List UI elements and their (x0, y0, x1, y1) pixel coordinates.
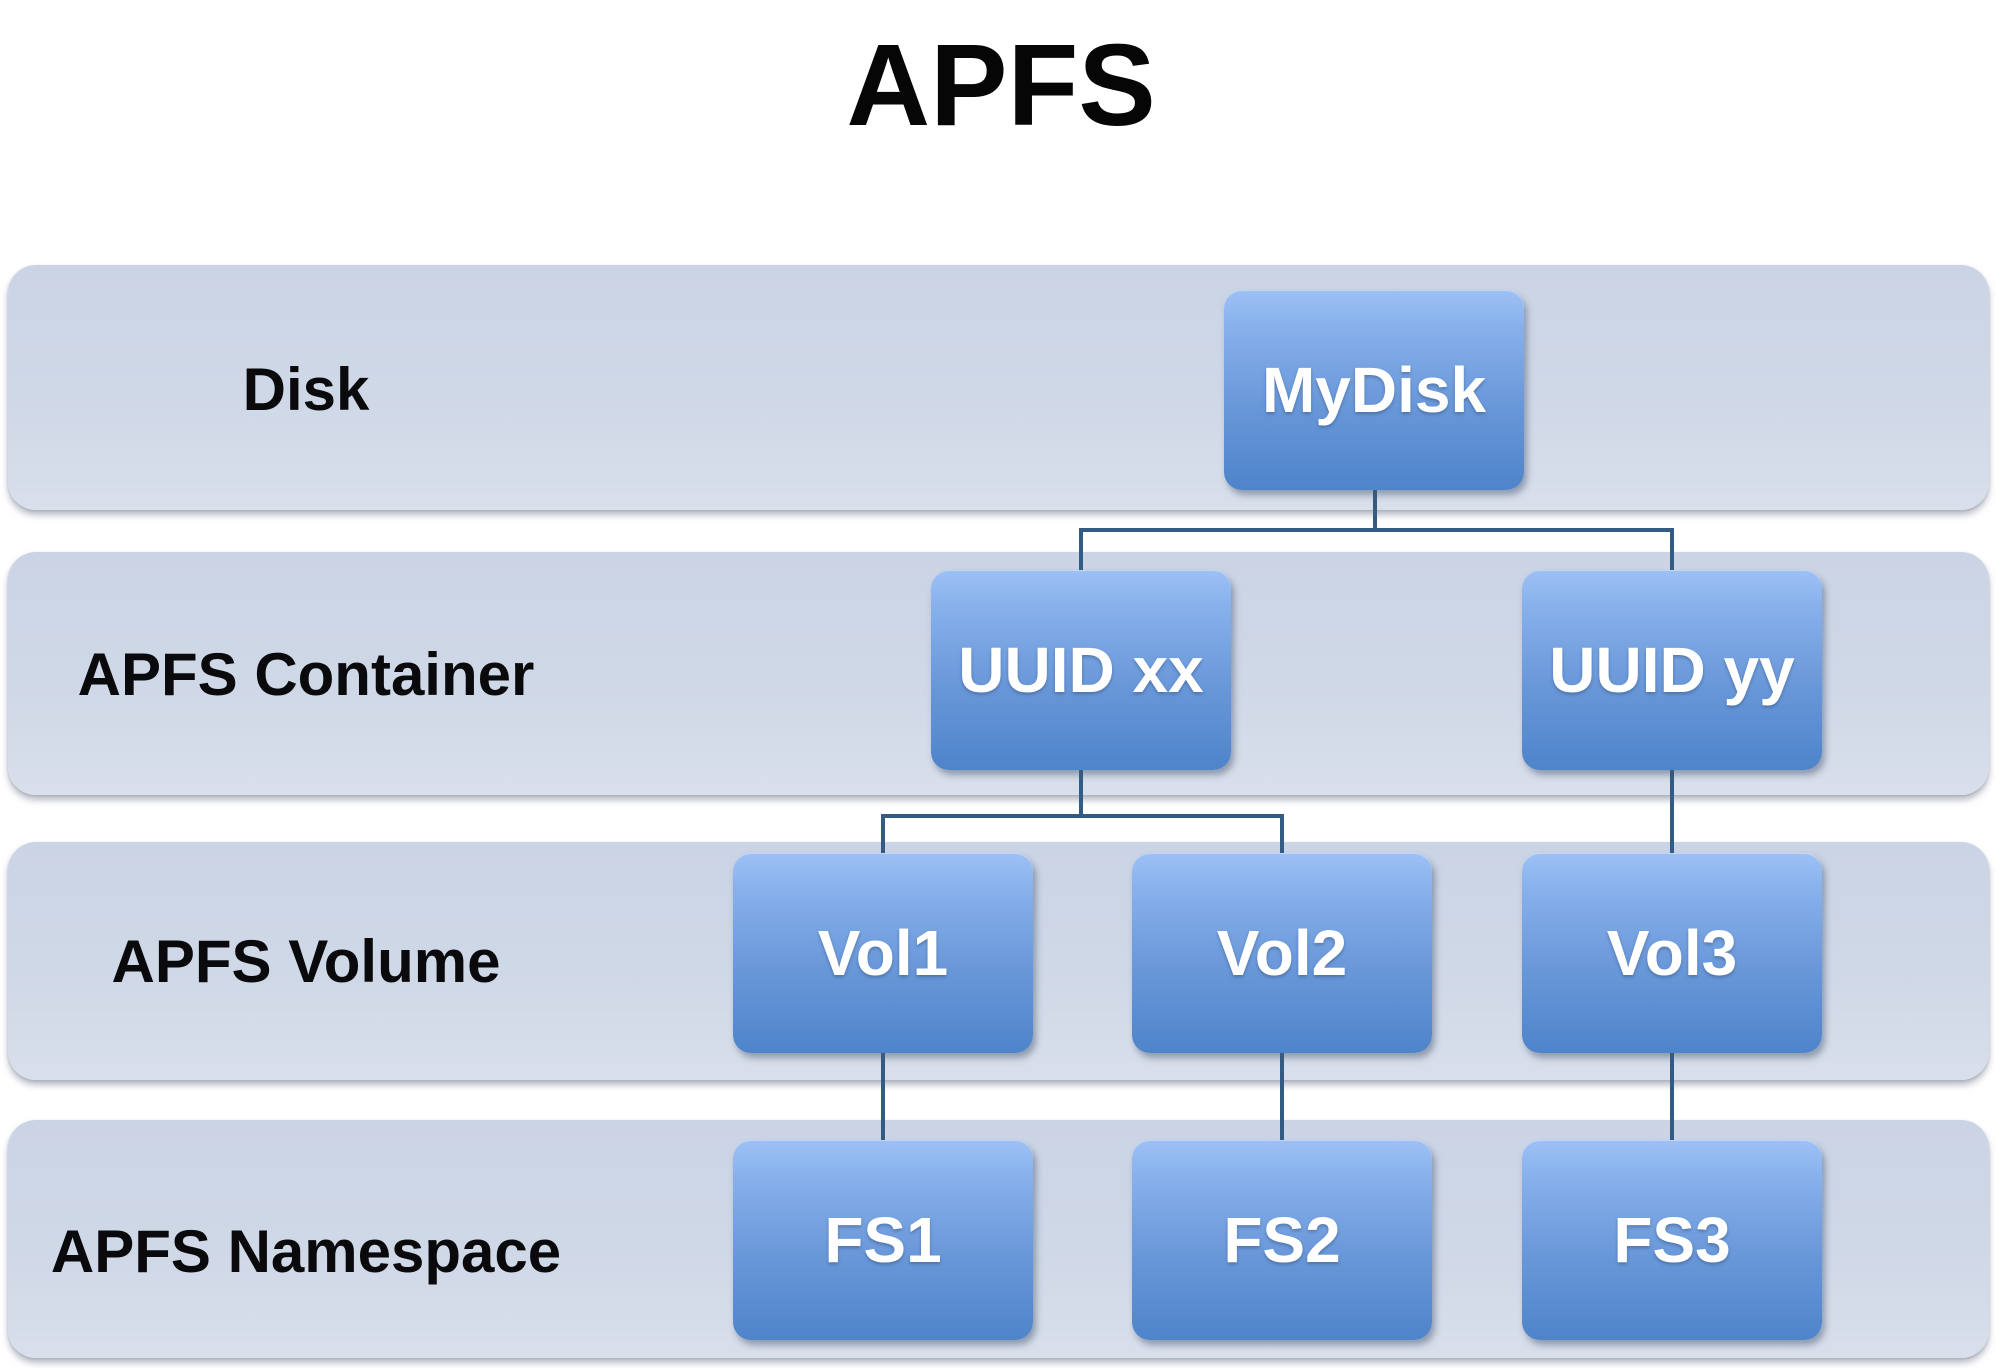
node-mydisk: MyDisk (1224, 290, 1524, 490)
node-fs2: FS2 (1132, 1140, 1432, 1340)
node-vol1-label: Vol1 (817, 917, 949, 989)
node-vol2: Vol2 (1132, 853, 1432, 1053)
edge-uuidxx-vol2 (1079, 768, 1284, 859)
node-uuid-xx-label: UUID xx (958, 634, 1204, 706)
edge-mydisk-uuidxx (1079, 488, 1377, 576)
node-fs1: FS1 (733, 1140, 1033, 1340)
node-uuid-yy: UUID yy (1522, 570, 1822, 770)
node-uuid-xx: UUID xx (931, 570, 1231, 770)
page-title: APFS (846, 20, 1156, 150)
band-label-namespace: APFS Namespace (50, 1218, 562, 1285)
edge-uuidxx-vol1 (881, 768, 1083, 859)
node-vol3-label: Vol3 (1606, 917, 1738, 989)
node-fs1-label: FS1 (824, 1204, 942, 1276)
band-disk (8, 265, 1989, 510)
node-vol2-label: Vol2 (1216, 917, 1348, 989)
node-vol3: Vol3 (1522, 853, 1822, 1053)
node-fs3: FS3 (1522, 1140, 1822, 1340)
node-mydisk-label: MyDisk (1261, 354, 1487, 426)
node-fs3-label: FS3 (1613, 1204, 1731, 1276)
node-vol1: Vol1 (733, 853, 1033, 1053)
node-fs2-label: FS2 (1223, 1204, 1341, 1276)
band-label-volume: APFS Volume (111, 928, 501, 995)
node-uuid-yy-label: UUID yy (1549, 634, 1795, 706)
band-label-disk: Disk (242, 356, 370, 423)
band-label-container: APFS Container (77, 641, 535, 708)
edge-mydisk-uuidyy (1373, 488, 1674, 576)
